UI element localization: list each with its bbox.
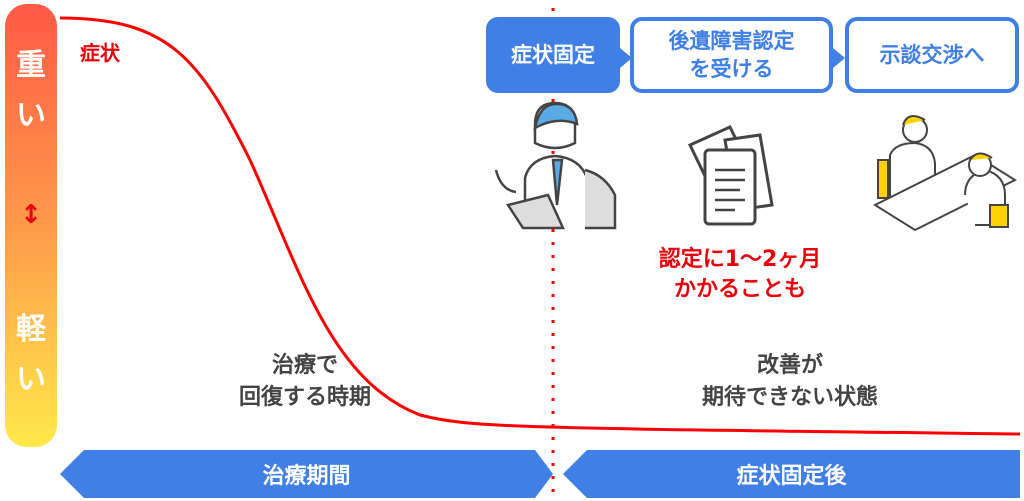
step-label-line1: 後遺障害認定 [668,29,795,53]
step-symptom-fixation: 症状固定 [486,17,620,93]
phase-left-text: 治療で 回復する時期 [200,350,410,414]
banner-left-label: 治療期間 [262,464,351,489]
phase-left-line1: 治療で [271,353,338,378]
banner-treatment-period: 治療期間 [60,450,553,498]
step-arrow-1 [620,48,632,68]
note-line2: かかることも [673,277,806,302]
step-label: 症状固定 [511,43,595,67]
up-down-arrow-icon: ↕ [20,200,42,230]
doctor-illustration [494,101,617,230]
curve-label: 症状 [80,41,120,65]
scale-heavy-1: 重 [16,48,46,83]
step-label-line2: を受ける [689,57,774,81]
phase-right-line1: 改善が [756,353,823,378]
note-line1: 認定に1〜2ヶ月 [658,247,822,272]
documents-icon [687,125,774,226]
step-settlement: 示談交渉へ [845,17,1019,93]
severity-scale: 重 い ↕ 軽 い [5,4,57,447]
step-disability-certification: 後遺障害認定 を受ける [630,17,833,93]
banner-right-label: 症状固定後 [736,464,847,489]
negotiation-illustration [872,115,1018,232]
certification-note: 認定に1〜2ヶ月 かかることも [620,245,860,305]
phase-right-text: 改善が 期待できない状態 [660,350,920,414]
phase-right-line2: 期待できない状態 [701,385,878,410]
step-arrow-2 [833,48,845,68]
symptom-curve [59,16,1021,436]
scale-heavy-2: い [16,98,46,133]
phase-left-line2: 回復する時期 [238,385,371,410]
scale-light-1: 軽 [16,312,46,347]
banner-after-fixation: 症状固定後 [563,450,1020,498]
step-label: 示談交渉へ [879,43,985,67]
scale-light-2: い [16,362,46,397]
